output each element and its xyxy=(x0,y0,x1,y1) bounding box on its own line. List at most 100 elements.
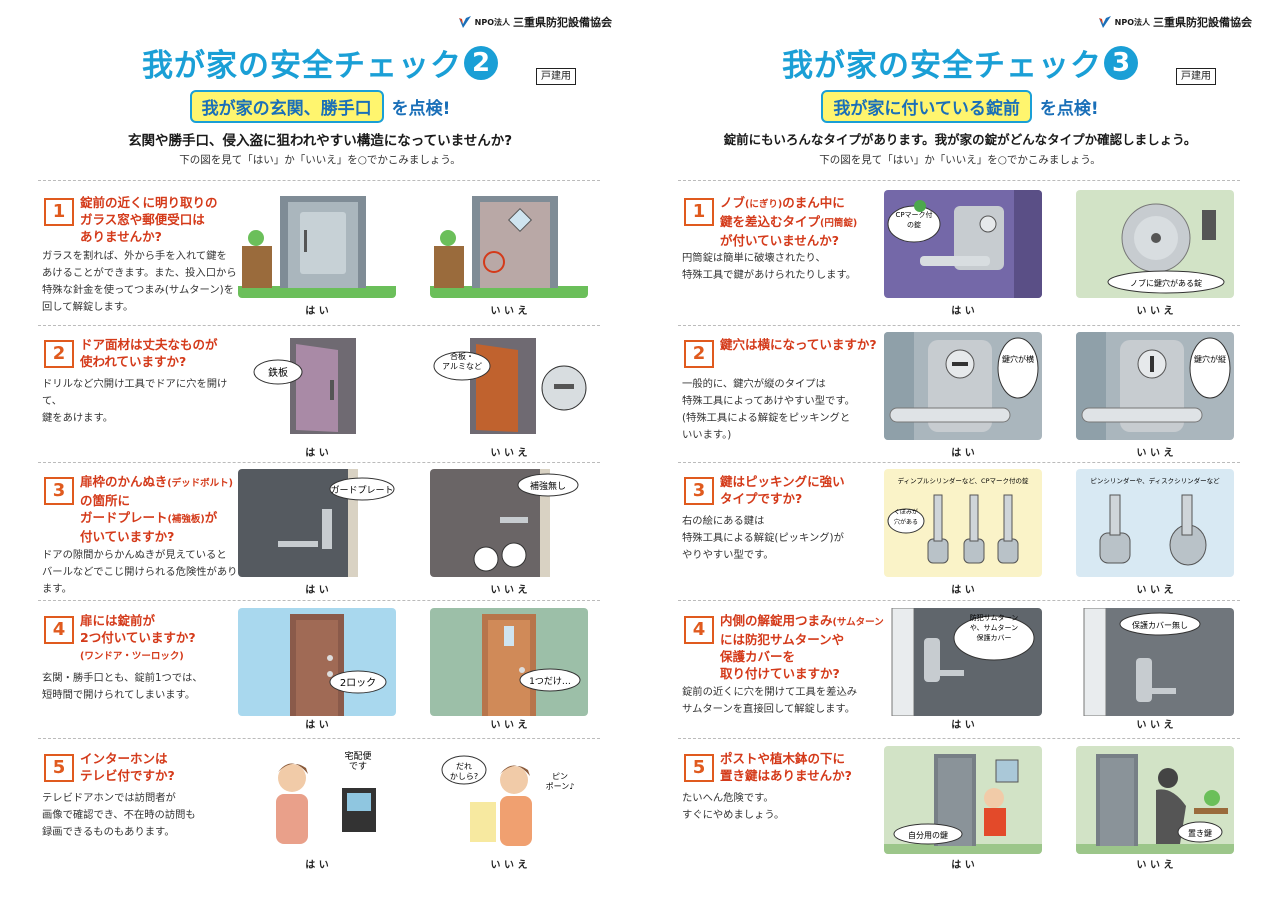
question-text: ノブ(にぎり)のまん中に鍵を差込むタイプ(円筒錠)が付いていませんか? xyxy=(720,195,858,248)
question-description: 円筒錠は簡単に破壊されたり、 特殊工具で鍵があけられたりします。 xyxy=(682,252,857,281)
no-label: い い え xyxy=(1136,860,1174,871)
no-callout: 合板・アルミなど xyxy=(442,351,482,371)
title-number: 2 xyxy=(464,45,498,80)
no-illustration: 置き鍵 xyxy=(1076,746,1234,854)
no-callout: 1つだけ… xyxy=(529,676,571,687)
yes-label: は い xyxy=(305,585,329,596)
org-logo-icon xyxy=(1098,16,1111,28)
question-description: 右の絵にある鍵は 特殊工具による解錠(ピッキング)が やりやすい型です。 xyxy=(682,515,844,561)
question-number: 3 xyxy=(44,477,74,505)
divider xyxy=(678,600,1240,601)
no-illustration: 鍵穴が縦 xyxy=(1076,332,1234,440)
title-number: 3 xyxy=(1104,45,1138,80)
check-item-4: 4 内側の解錠用つまみ(サムターン)には防犯サムターンや保護カバーを取り付けてい… xyxy=(678,606,1240,736)
question-number: 4 xyxy=(684,616,714,644)
yes-label: は い xyxy=(951,860,975,871)
subtitle-suffix: を点検! xyxy=(1039,99,1099,119)
yes-callout: ガードプレート xyxy=(330,485,393,496)
org-npo: NPO法人 xyxy=(1114,17,1150,27)
no-callout: ノブに鍵穴がある錠 xyxy=(1130,278,1202,288)
question-text: 鍵はピッキングに強い タイプですか? xyxy=(720,474,845,506)
question-text: ドア面材は丈夫なものが 使われていますか? xyxy=(80,337,218,369)
subtitle: 我が家に付いている錠前を点検! xyxy=(640,90,1280,123)
yes-label: は い xyxy=(951,585,975,596)
yes-callout: 鍵穴が横 xyxy=(1002,354,1034,364)
instruction-text: 下の図を見て「はい」か「いいえ」を○でかこみましょう。 xyxy=(819,154,1101,166)
no-illustration: 保護カバー無し xyxy=(1076,608,1234,716)
no-label: い い え xyxy=(1136,720,1174,731)
title-text: 我が家の安全チェック xyxy=(142,48,462,84)
no-illustration: ノブに鍵穴がある錠 xyxy=(1076,190,1234,298)
house-type-tag: 戸建用 xyxy=(536,68,576,85)
lead-text: 錠前にもいろんなタイプがあります。我が家の錠がどんなタイプか確認しましょう。 xyxy=(723,132,1197,147)
question-number: 2 xyxy=(684,340,714,368)
subtitle-box: 我が家の玄関、勝手口 xyxy=(189,90,384,123)
question-text: ポストや植木鉢の下に 置き鍵はありませんか? xyxy=(720,751,852,783)
yes-callout: 防犯サムターンや、サムターン保護カバー xyxy=(970,613,1019,642)
yes-illustration: 鍵穴が横 xyxy=(884,332,1042,440)
question-description: 玄関・勝手口とも、錠前1つでは、 短時間で開けられてしまいます。 xyxy=(42,672,203,701)
no-illustration xyxy=(430,190,588,298)
check-item-2: 2 鍵穴は横になっていますか? 一般的に、鍵穴が縦のタイプは 特殊工具によってあ… xyxy=(678,330,1240,460)
divider xyxy=(678,738,1240,739)
question-text: インターホンは テレビ付ですか? xyxy=(80,751,175,783)
yes-illustration: 自分用の鍵 xyxy=(884,746,1042,854)
yes-illustration: 鉄板 xyxy=(238,332,396,440)
no-label: い い え xyxy=(490,448,528,459)
yes-illustration: ガードプレート xyxy=(238,469,396,577)
lead-text: 玄関や勝手口、侵入盗に狙われやすい構造になっていませんか? xyxy=(127,133,513,149)
no-label: い い え xyxy=(490,306,528,317)
no-label: い い え xyxy=(490,720,528,731)
title-text: 我が家の安全チェック xyxy=(782,48,1102,84)
yes-caption: ディンプルシリンダーなど、CPマーク付の錠 xyxy=(898,476,1029,485)
divider xyxy=(678,180,1240,181)
yes-callout: くぼみが穴がある xyxy=(894,508,918,526)
no-callout: だれかしら? xyxy=(450,762,478,781)
no-illustration: 合板・アルミなど xyxy=(430,332,588,440)
no-callout: 置き鍵 xyxy=(1188,828,1212,838)
yes-callout: CPマーク付の錠 xyxy=(895,210,932,229)
no-illustration: 1つだけ… xyxy=(430,608,588,716)
yes-label: は い xyxy=(951,720,975,731)
yes-illustration: 防犯サムターンや、サムターン保護カバー xyxy=(884,608,1042,716)
no-label: い い え xyxy=(1136,585,1174,596)
question-text: 錠前の近くに明り取りの ガラス窓や郵便受口は ありませんか? xyxy=(80,195,218,244)
yes-illustration: ディンプルシリンダーなど、CPマーク付の錠くぼみが穴がある xyxy=(884,469,1042,577)
question-number: 1 xyxy=(44,198,74,226)
question-description: 一般的に、鍵穴が縦のタイプは 特殊工具によってあけやすい型です。 (特殊工具によ… xyxy=(682,378,855,441)
question-text: 扉枠のかんぬき(デッドボルト)の箇所にガードプレート(補強板)が付いていますか? xyxy=(80,474,233,544)
question-description: ドアの隙間からかんぬきが見えていると バールなどでこじ開けられる危険性があります… xyxy=(42,549,238,595)
question-number: 5 xyxy=(684,754,714,782)
yes-label: は い xyxy=(305,720,329,731)
no-callout: 保護カバー無し xyxy=(1132,620,1188,630)
check-item-3: 3 鍵はピッキングに強い タイプですか? 右の絵にある鍵は 特殊工具による解錠(… xyxy=(678,467,1240,597)
check-item-2: 2 ドア面材は丈夫なものが 使われていますか? ドリルなど穴開け工具でドアに穴を… xyxy=(38,330,600,460)
subtitle-box: 我が家に付いている錠前 xyxy=(821,90,1032,123)
house-type-tag: 戸建用 xyxy=(1176,68,1216,85)
yes-illustration: CPマーク付の錠 xyxy=(884,190,1042,298)
yes-callout: 宅配便です xyxy=(344,750,371,772)
org-name: 三重県防犯設備協会 xyxy=(1153,16,1252,29)
question-number: 5 xyxy=(44,754,74,782)
yes-label: は い xyxy=(305,448,329,459)
yes-label: は い xyxy=(951,306,975,317)
org-npo: NPO法人 xyxy=(474,17,510,27)
question-number: 2 xyxy=(44,340,74,368)
question-text: 内側の解錠用つまみ(サムターン)には防犯サムターンや保護カバーを取り付けています… xyxy=(720,613,889,681)
yes-label: は い xyxy=(305,306,329,317)
no-illustration: ピンシリンダーや、ディスクシリンダーなど xyxy=(1076,469,1234,577)
divider xyxy=(678,325,1240,326)
question-description: ガラスを割れば、外から手を入れて鍵を あけることができます。また、投入口から 特… xyxy=(42,250,237,313)
org-logo-icon xyxy=(458,16,471,28)
no-caption: ピンシリンダーや、ディスクシリンダーなど xyxy=(1090,476,1220,485)
yes-callout: 自分用の鍵 xyxy=(908,830,948,840)
no-callout: 鍵穴が縦 xyxy=(1194,354,1226,364)
yes-callout: 2ロック xyxy=(340,677,376,689)
no-label: い い え xyxy=(490,585,528,596)
divider xyxy=(38,600,600,601)
